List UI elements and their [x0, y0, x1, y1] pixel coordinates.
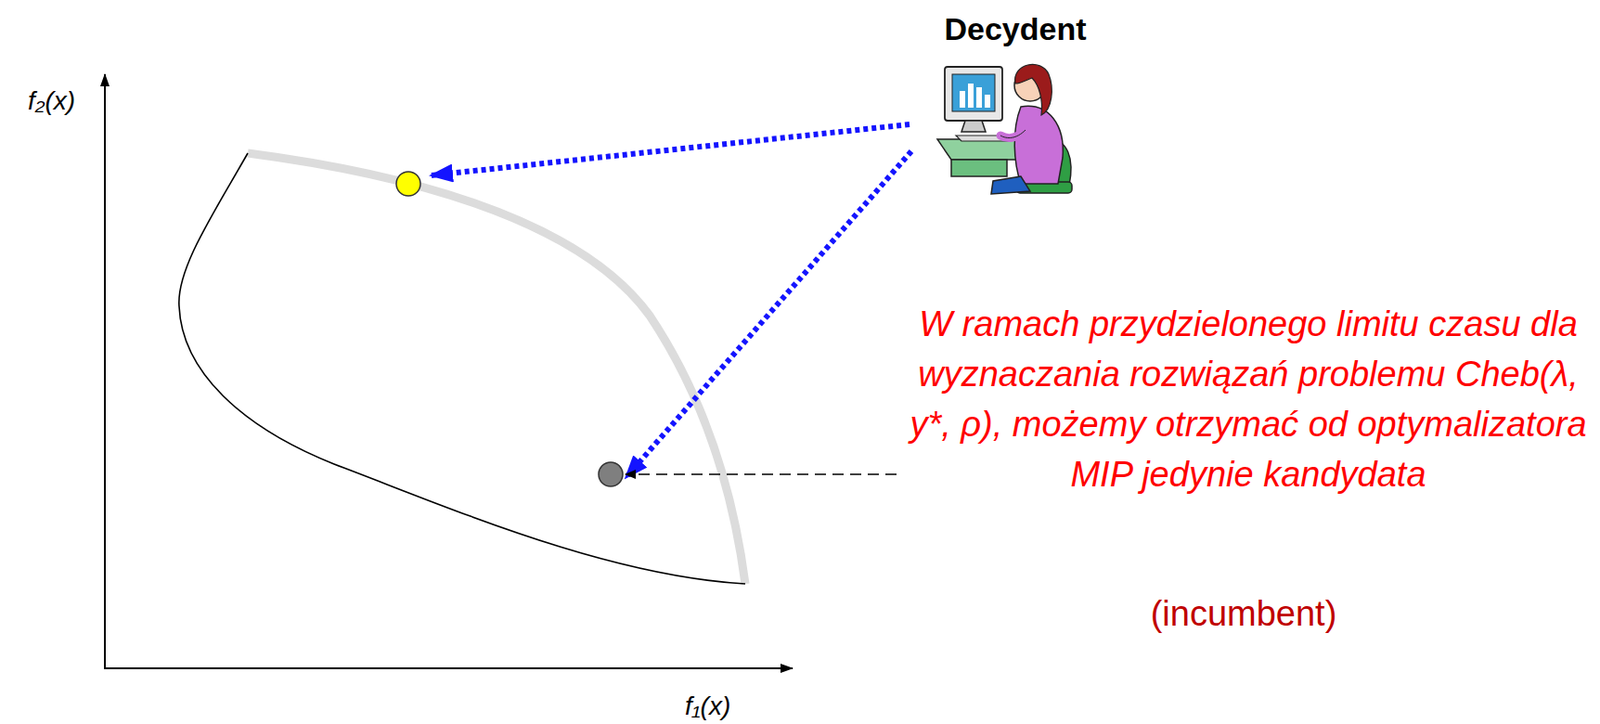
feasible-boundary — [179, 153, 746, 584]
incumbent-point — [598, 462, 623, 487]
note-text: (incumbent) — [1020, 590, 1467, 637]
role-label: Decydent — [903, 9, 1127, 49]
pareto-point — [396, 171, 421, 196]
dotted-arrow — [430, 124, 910, 176]
axis-label: f₁(x) — [684, 690, 778, 723]
dotted-arrow — [625, 151, 912, 478]
y-axis — [103, 74, 106, 669]
pareto-front — [247, 153, 746, 584]
note-text: W ramach przydzielonego limitu czasu dla… — [902, 298, 1595, 500]
axis-label: f₂(x) — [27, 85, 112, 117]
decision-maker-icon — [937, 64, 1072, 194]
dashed-arrow — [625, 473, 897, 476]
x-axis — [103, 667, 793, 670]
